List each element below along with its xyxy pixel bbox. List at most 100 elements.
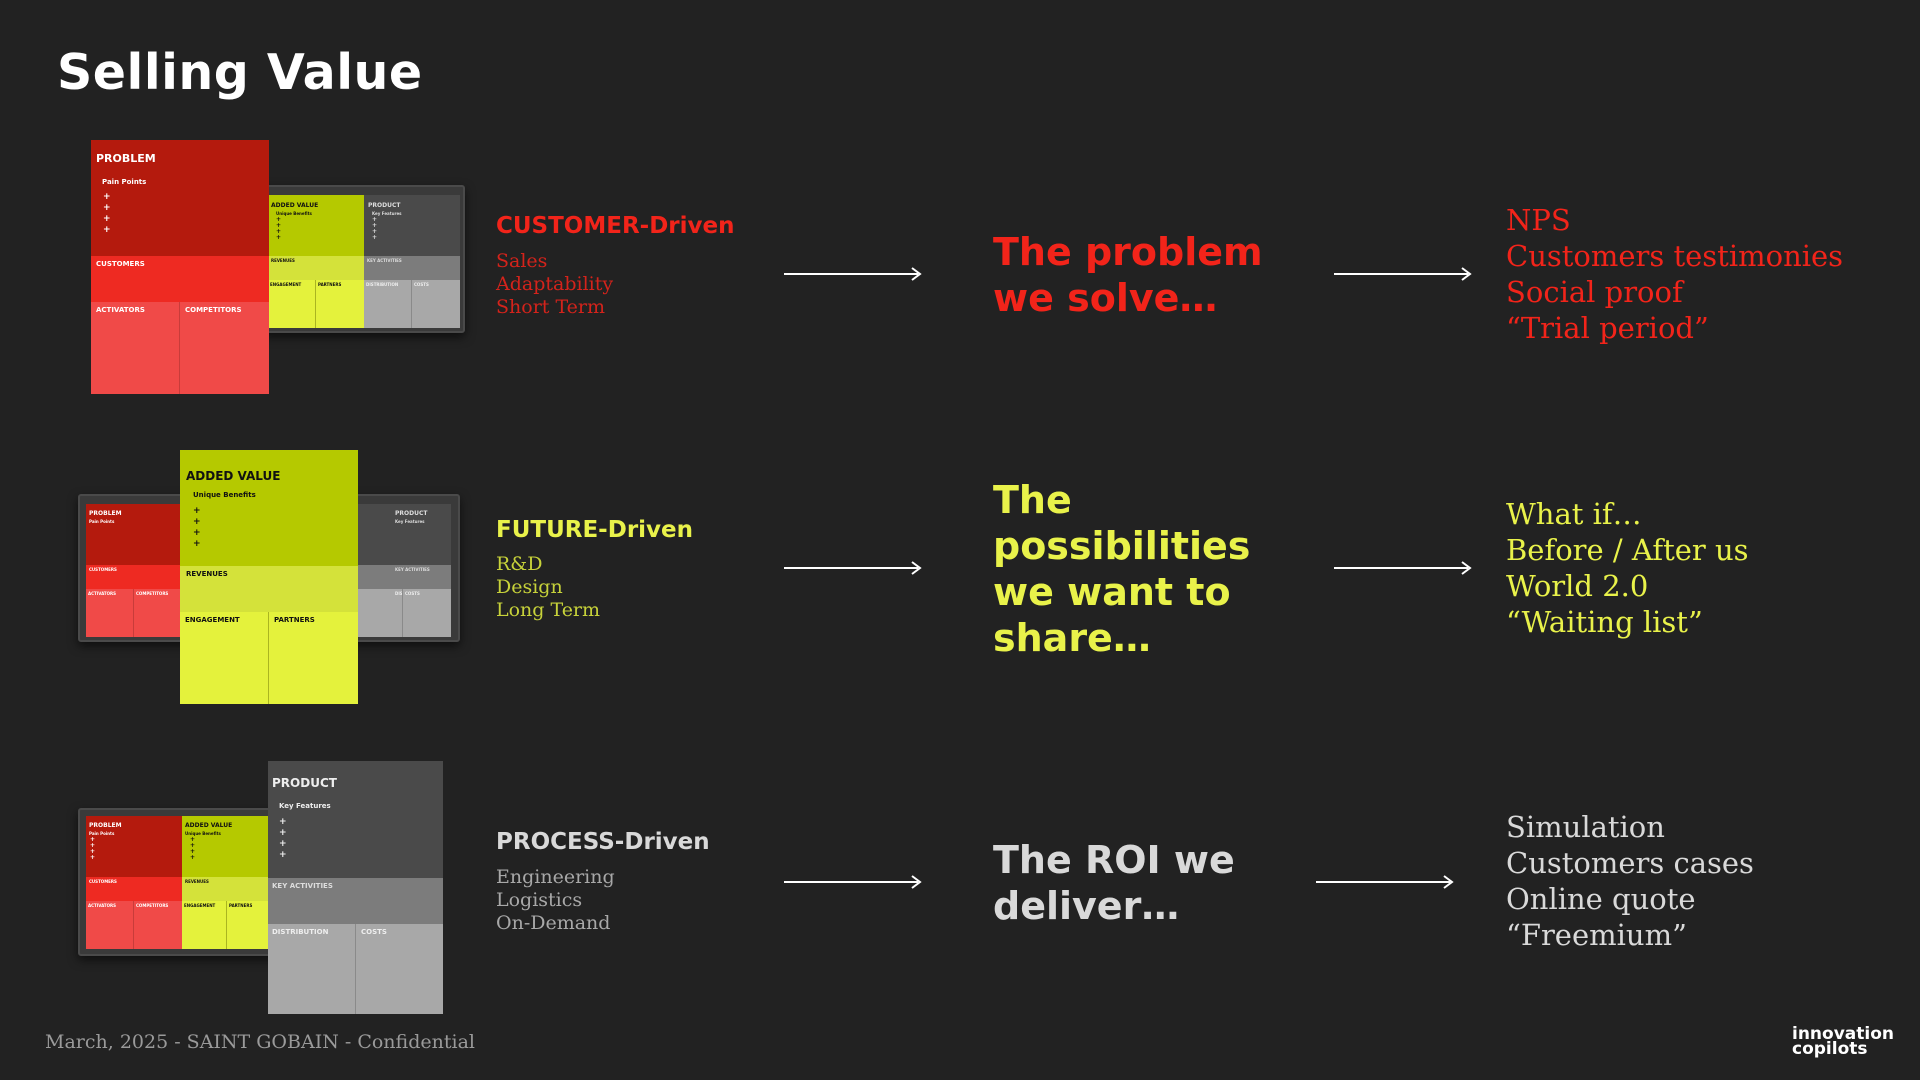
outcome-item: Social proof: [1506, 274, 1843, 310]
distribution-block: DISTRIBUTION: [355, 589, 403, 637]
product-block: PRODUCT Key Features ++++: [364, 195, 460, 256]
product-block: PRODUCT Key Features ++++: [268, 761, 443, 878]
canvas-thumbnail-customer: ADDED VALUE Unique Benefits ++++ REVENUE…: [88, 138, 468, 396]
customers-block: CUSTOMERS: [86, 877, 182, 901]
future-statement: The possibilities we want to share…: [993, 477, 1250, 661]
product-block: PRODUCT Key Features: [355, 504, 451, 565]
distribution-block: DISTRIBUTION: [364, 280, 412, 328]
competitors-block: COMPETITORS: [134, 901, 182, 949]
costs-label: COSTS: [405, 591, 420, 596]
subitem: R&D: [496, 553, 600, 576]
problem-label: PROBLEM: [96, 152, 156, 165]
added-value-block: ADDED VALUE Unique Benefits ++++: [268, 195, 364, 256]
footer-text: March, 2025 - SAINT GOBAIN - Confidentia…: [45, 1031, 475, 1053]
engagement-block: ENGAGEMENT: [182, 901, 227, 949]
canvas-thumbnail-future: PROBLEM Pain Points CUSTOMERS ACTIVATORS…: [78, 448, 468, 706]
future-outcomes: What if… Before / After us World 2.0 “Wa…: [1506, 496, 1749, 640]
arrow-right-icon: [1316, 874, 1454, 890]
key-features-label: Key Features: [279, 802, 331, 810]
problem-block: PROBLEM Pain Points: [86, 504, 182, 565]
arrow-right-icon: [1334, 560, 1472, 576]
statement-line: The ROI we: [993, 837, 1235, 883]
statement-line: The problem: [993, 229, 1263, 275]
outcome-item: Customers testimonies: [1506, 238, 1843, 274]
canvas-thumbnail-process: PROBLEM Pain Points ++++ CUSTOMERS ACTIV…: [78, 760, 468, 1018]
competitors-block: COMPETITORS: [180, 302, 269, 394]
partners-block: PARTNERS: [269, 612, 358, 704]
pain-points-label: Pain Points: [89, 519, 114, 524]
outcome-item: “Trial period”: [1506, 310, 1843, 346]
partners-label: PARTNERS: [318, 282, 341, 287]
costs-block: COSTS: [356, 924, 443, 1014]
revenues-block: REVENUES: [182, 877, 271, 901]
outcome-item: Online quote: [1506, 881, 1754, 917]
customers-label: CUSTOMERS: [89, 567, 117, 572]
costs-label: COSTS: [361, 928, 387, 936]
future-driven-subitems: R&D Design Long Term: [496, 553, 600, 622]
bullet-list: ++++: [372, 217, 377, 241]
process-driven-subitems: Engineering Logistics On-Demand: [496, 866, 615, 935]
key-activities-label: KEY ACTIVITIES: [272, 882, 333, 890]
competitors-label: COMPETITORS: [136, 903, 168, 908]
bullet-list: ++++: [279, 817, 287, 861]
innovation-copilots-logo: innovation copilots: [1792, 1027, 1894, 1057]
bullet-list: ++++: [103, 192, 111, 236]
product-label: PRODUCT: [395, 510, 427, 517]
partners-block: PARTNERS: [227, 901, 271, 949]
subitem: Short Term: [496, 296, 613, 319]
key-activities-block: KEY ACTIVITIES: [355, 565, 451, 589]
process-outcomes: Simulation Customers cases Online quote …: [1506, 809, 1754, 953]
key-activities-label: KEY ACTIVITIES: [367, 258, 402, 263]
costs-block: COSTS: [403, 589, 451, 637]
subitem: Sales: [496, 250, 613, 273]
added-value-label: ADDED VALUE: [186, 469, 280, 483]
engagement-label: ENGAGEMENT: [184, 903, 215, 908]
competitors-label: COMPETITORS: [185, 306, 242, 314]
engagement-block: ENGAGEMENT: [268, 280, 316, 328]
arrow-right-icon: [784, 266, 922, 282]
pain-points-label: Pain Points: [102, 178, 146, 186]
outcome-item: What if…: [1506, 496, 1749, 532]
key-activities-block: KEY ACTIVITIES: [268, 878, 443, 924]
key-activities-block: KEY ACTIVITIES: [364, 256, 460, 280]
customer-driven-subitems: Sales Adaptability Short Term: [496, 250, 613, 319]
competitors-label: COMPETITORS: [136, 591, 168, 596]
bullet-list: ++++: [276, 217, 281, 241]
engagement-label: ENGAGEMENT: [185, 616, 240, 624]
revenues-label: REVENUES: [271, 258, 295, 263]
activators-label: ACTIVATORS: [96, 306, 145, 314]
customers-block: CUSTOMERS: [91, 256, 269, 304]
unique-benefits-label: Unique Benefits: [193, 491, 256, 499]
outcome-item: “Freemium”: [1506, 917, 1754, 953]
process-driven-heading: PROCESS-Driven: [496, 829, 710, 855]
distribution-label: DISTRIBUTION: [395, 591, 403, 596]
arrow-right-icon: [784, 560, 922, 576]
future-driven-heading: FUTURE-Driven: [496, 517, 693, 543]
revenues-block: REVENUES: [180, 566, 358, 614]
costs-block: COSTS: [412, 280, 460, 328]
added-value-label: ADDED VALUE: [185, 822, 232, 829]
customers-label: CUSTOMERS: [89, 879, 117, 884]
partners-label: PARTNERS: [229, 903, 252, 908]
activators-block: ACTIVATORS: [91, 302, 180, 394]
outcome-item: Before / After us: [1506, 532, 1749, 568]
arrow-right-icon: [784, 874, 922, 890]
statement-line: we solve…: [993, 275, 1263, 321]
activators-block: ACTIVATORS: [86, 901, 134, 949]
added-value-label: ADDED VALUE: [271, 202, 318, 209]
bullet-list: ++++: [193, 506, 201, 550]
subitem: On-Demand: [496, 912, 615, 935]
outcome-item: World 2.0: [1506, 568, 1749, 604]
revenues-label: REVENUES: [185, 879, 209, 884]
outcome-item: Customers cases: [1506, 845, 1754, 881]
added-value-block: ADDED VALUE Unique Benefits ++++: [182, 816, 271, 877]
statement-line: deliver…: [993, 883, 1235, 929]
customer-statement: The problem we solve…: [993, 229, 1263, 321]
revenues-label: REVENUES: [186, 570, 228, 578]
subitem: Adaptability: [496, 273, 613, 296]
problem-label: PROBLEM: [89, 822, 122, 829]
problem-block: PROBLEM Pain Points ++++: [86, 816, 182, 877]
partners-label: PARTNERS: [274, 616, 315, 624]
added-value-block: ADDED VALUE Unique Benefits ++++: [180, 450, 358, 568]
unique-benefits-label: Unique Benefits: [276, 211, 312, 216]
